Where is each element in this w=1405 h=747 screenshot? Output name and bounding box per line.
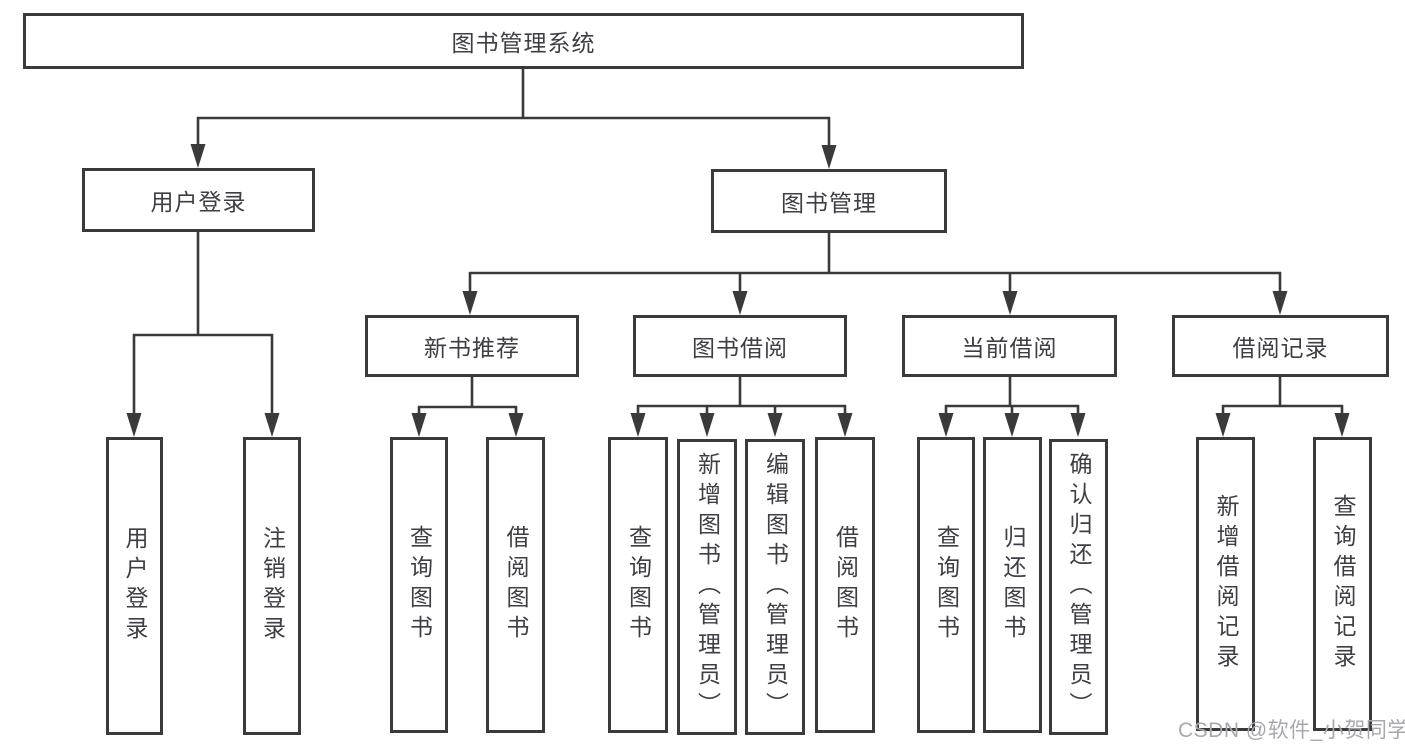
leaf-edit-books-admin: 编辑图书（管理员） <box>745 439 805 735</box>
node-book-management: 图书管理 <box>711 169 947 233</box>
leaf-label: 确认归还（管理员） <box>1066 452 1092 722</box>
node-borrow-records: 借阅记录 <box>1172 315 1389 377</box>
csdn-watermark: CSDN @软件_小贺同学 <box>1178 719 1405 742</box>
leaf-query-borrow-record: 查询借阅记录 <box>1313 437 1372 731</box>
node-current-borrow: 当前借阅 <box>902 315 1117 377</box>
leaf-logout: 注销登录 <box>243 437 301 735</box>
leaf-query-books-current: 查询图书 <box>917 437 975 733</box>
leaf-label: 归还图书 <box>1000 525 1026 645</box>
leaf-user-login: 用户登录 <box>106 437 163 735</box>
leaf-label: 查询图书 <box>625 525 652 645</box>
leaf-query-books-borrow: 查询图书 <box>608 437 668 733</box>
leaf-label: 用户登录 <box>122 526 148 646</box>
leaf-confirm-return-admin: 确认归还（管理员） <box>1049 439 1108 735</box>
leaf-label: 查询借阅记录 <box>1330 494 1356 674</box>
node-new-book-recommend: 新书推荐 <box>365 315 579 377</box>
node-book-borrow: 图书借阅 <box>633 315 847 377</box>
node-user-login: 用户登录 <box>82 168 315 232</box>
leaf-label: 新增借阅记录 <box>1213 494 1239 674</box>
leaf-query-books-recommend: 查询图书 <box>390 437 448 733</box>
leaf-add-books-admin: 新增图书（管理员） <box>677 439 737 735</box>
leaf-add-borrow-record: 新增借阅记录 <box>1196 437 1255 731</box>
leaf-label: 注销登录 <box>259 526 286 646</box>
leaf-borrow-books: 借阅图书 <box>815 437 875 733</box>
leaf-return-books: 归还图书 <box>983 437 1042 733</box>
leaf-label: 借阅图书 <box>832 525 859 645</box>
leaf-label: 编辑图书（管理员） <box>762 452 789 722</box>
leaf-label: 新增图书（管理员） <box>694 452 721 722</box>
leaf-borrow-books-recommend: 借阅图书 <box>486 437 545 733</box>
leaf-label: 借阅图书 <box>503 525 529 645</box>
leaf-label: 查询图书 <box>933 525 960 645</box>
node-library-management-system: 图书管理系统 <box>23 13 1024 69</box>
leaf-label: 查询图书 <box>406 525 433 645</box>
